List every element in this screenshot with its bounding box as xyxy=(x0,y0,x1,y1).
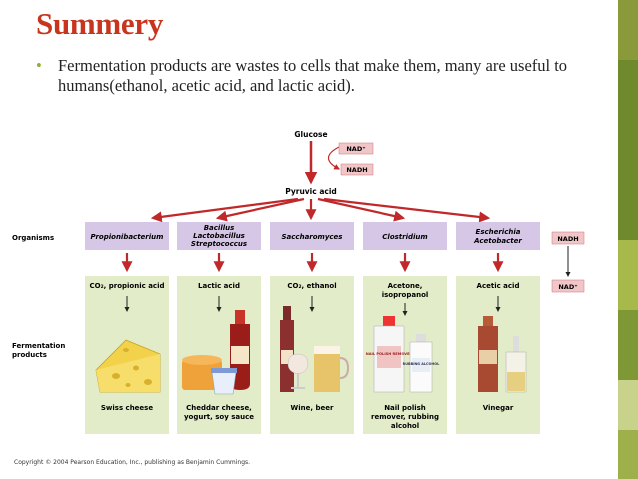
organism-escherichia: Escherichia xyxy=(476,228,521,236)
glucose-label: Glucose xyxy=(294,130,327,139)
side-nad-label: NAD⁺ xyxy=(558,283,577,291)
nad-box xyxy=(338,142,374,155)
pyruvic-acid-label: Pyruvic acid xyxy=(285,187,337,196)
organism-boxes xyxy=(85,222,540,250)
wine-beer-illustration xyxy=(280,306,350,392)
organism-lactobacillus: Lactobacillus xyxy=(193,232,245,240)
nail-polish-rubbing-illustration: NAIL POLISH REMOVER RUBBING ALCOHOL xyxy=(366,316,440,393)
organisms-row-label: Organisms xyxy=(12,234,54,242)
organism-clostridium: Clostridium xyxy=(382,233,427,241)
organism-acetobacter: Acetobacter xyxy=(473,237,522,245)
branch-arrows xyxy=(150,197,491,223)
chemical-lactic: Lactic acid xyxy=(198,282,240,290)
product-cheddar-2: yogurt, soy sauce xyxy=(184,413,254,421)
products-row-label-1: Fermentation xyxy=(12,342,65,350)
side-nadh-box xyxy=(551,231,585,245)
product-arrows xyxy=(124,296,501,316)
organism-arrows xyxy=(121,253,504,273)
side-nad-box xyxy=(551,279,585,293)
chemical-propionic: CO₂, propionic acid xyxy=(90,282,165,290)
decorative-sidebar xyxy=(618,0,638,479)
product-vinegar: Vinegar xyxy=(483,404,514,412)
product-nail-1: Nail polish xyxy=(384,404,426,412)
organism-streptococcus: Streptococcus xyxy=(191,240,247,248)
bullet-text: Fermentation products are wastes to cell… xyxy=(58,56,568,95)
chemical-isopropanol: isopropanol xyxy=(382,291,429,299)
organism-saccharomyces: Saccharomyces xyxy=(282,233,343,241)
swiss-cheese-illustration xyxy=(95,339,161,393)
nail-polish-bottle-label: NAIL POLISH REMOVER xyxy=(366,352,413,356)
organism-propionibacterium: Propionibacterium xyxy=(91,233,164,241)
product-wine-beer: Wine, beer xyxy=(291,404,334,412)
nad-curve xyxy=(327,146,341,170)
fermentation-figure: Glucose NAD⁺ NADH Pyruvic acid Organisms… xyxy=(8,110,588,476)
nad-label: NAD⁺ xyxy=(346,145,365,153)
nadh-label: NADH xyxy=(346,166,367,174)
chemical-acetic: Acetic acid xyxy=(477,282,520,290)
side-nadh-label: NADH xyxy=(557,235,578,243)
vinegar-illustration xyxy=(478,316,527,393)
cheddar-yogurt-soy-illustration xyxy=(182,310,250,395)
bullet-dot-icon: • xyxy=(36,56,42,75)
nadh-box xyxy=(340,163,374,176)
product-nail-3: alcohol xyxy=(391,422,419,430)
rubbing-bottle-label: RUBBING ALCOHOL xyxy=(403,362,440,366)
slide-title: Summery xyxy=(36,6,164,41)
chemical-ethanol: CO₂, ethanol xyxy=(287,282,336,290)
fermentation-diagram: Glucose NAD⁺ NADH Pyruvic acid Organisms… xyxy=(12,130,585,434)
product-cheddar-1: Cheddar cheese, xyxy=(186,404,252,412)
product-swiss-cheese: Swiss cheese xyxy=(101,404,153,412)
organism-bacillus: Bacillus xyxy=(204,224,235,232)
products-row-label-2: products xyxy=(12,351,47,359)
product-nail-2: remover, rubbing xyxy=(371,413,439,421)
chemical-acetone: Acetone, xyxy=(388,282,423,290)
copyright-note: Copyright © 2004 Pearson Education, Inc.… xyxy=(14,459,251,466)
bullet-item: • Fermentation products are wastes to ce… xyxy=(36,56,606,96)
